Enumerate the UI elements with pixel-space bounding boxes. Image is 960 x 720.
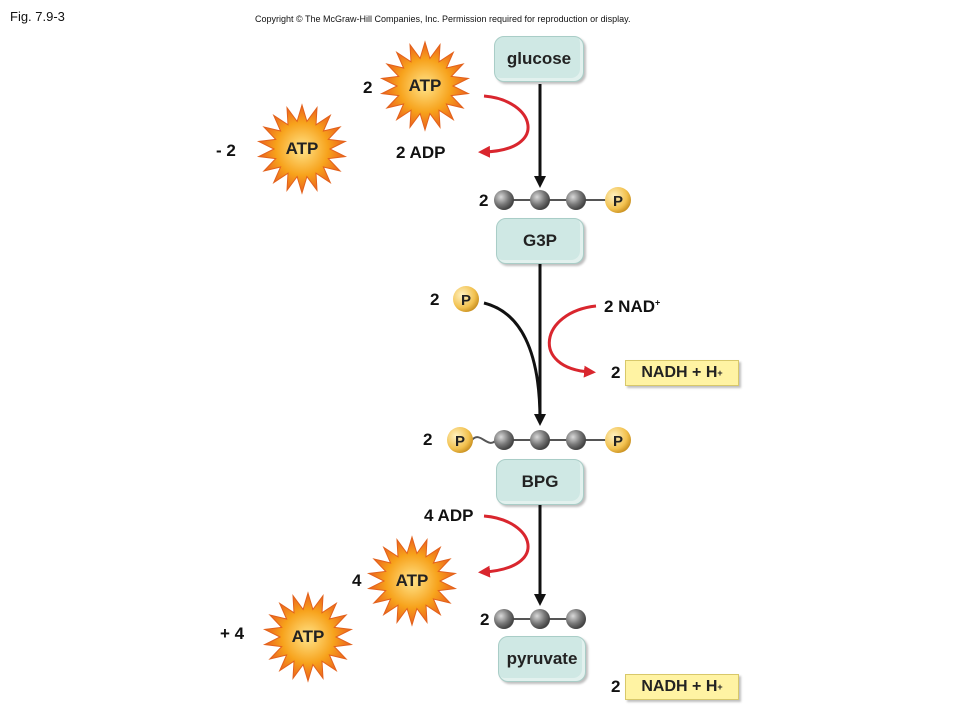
atp-in-count: 2 (363, 78, 373, 97)
final-nadh-count: 2 (611, 677, 621, 696)
final-nadh-box: NADH + H+ (625, 674, 739, 700)
copyright-notice: Copyright © The McGraw-Hill Companies, I… (255, 14, 631, 24)
pyruvate-count: 2 (480, 610, 490, 629)
g3p-count: 2 (479, 191, 489, 210)
carbon-atom-icon (530, 190, 550, 210)
pyruvate-box: pyruvate (498, 636, 586, 682)
arrow-phosphate-joining (483, 301, 546, 426)
bpg-count: 2 (423, 430, 433, 449)
arrow-adp-to-atp (478, 514, 530, 578)
carbon-atom-icon (494, 430, 514, 450)
carbon-atom-icon (530, 609, 550, 629)
figure-label: Fig. 7.9-3 (10, 9, 65, 24)
free-phosphate-structure: P (453, 286, 479, 312)
glucose-box: glucose (494, 36, 584, 82)
phosphate-label: P (455, 433, 465, 450)
adp-in-label: 4 ADP (424, 506, 474, 525)
phosphate-label: P (461, 292, 471, 309)
phosphate-icon (453, 286, 479, 312)
nadh-count: 2 (611, 363, 621, 382)
phosphate-label: P (613, 433, 623, 450)
carbon-atom-icon (530, 430, 550, 450)
phosphate-icon (447, 427, 473, 453)
g3p-box: G3P (496, 218, 584, 264)
phosphate-icon (605, 427, 631, 453)
atp-burst-net-positive-icon (262, 591, 354, 683)
atp-out-count: 4 (352, 571, 362, 590)
carbon-atom-icon (566, 430, 586, 450)
bpg-box: BPG (496, 459, 584, 505)
arrow-atp-to-adp (478, 94, 530, 158)
net-atp-positive: + 4 (220, 624, 245, 643)
arrow-nad-to-nadh (548, 304, 597, 378)
atp-burst-net-negative-icon (256, 103, 348, 195)
atp-investment-label: ATP (408, 76, 442, 95)
carbon-atom-icon (494, 609, 514, 629)
pyruvate-molecule-structure (494, 609, 586, 629)
net-atp-negative: - 2 (216, 141, 236, 160)
nad-in-label: 2 NAD+ (604, 297, 661, 316)
carbon-atom-icon (566, 190, 586, 210)
phosphate-icon (605, 187, 631, 213)
nadh-box: NADH + H+ (625, 360, 739, 386)
atp-net-negative-label: ATP (285, 139, 319, 158)
atp-net-positive-label: ATP (291, 627, 325, 646)
phosphate-in-count: 2 (430, 290, 440, 309)
atp-payoff-label: ATP (395, 571, 429, 590)
carbon-atom-icon (494, 190, 514, 210)
phosphate-label: P (613, 193, 623, 210)
g3p-molecule-structure: P (494, 187, 631, 213)
carbon-atom-icon (566, 609, 586, 629)
bpg-molecule-structure: P P (447, 427, 631, 453)
atp-burst-payoff-icon (366, 535, 458, 627)
adp-out-label: 2 ADP (396, 143, 446, 162)
atp-burst-investment-icon (379, 40, 471, 132)
